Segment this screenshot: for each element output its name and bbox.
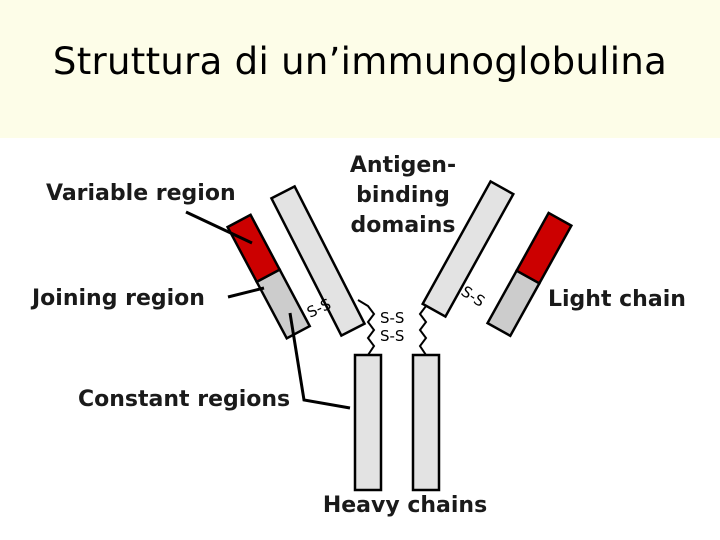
leader-line-variable-region [185,210,253,245]
label-variable-region: Variable region [46,181,236,206]
label-heavy-chains: Heavy chains [323,493,487,518]
light-chain-left-variable [225,213,282,284]
heavy-chain-stem-left [353,353,383,492]
leader-line-constant-regions [288,312,351,410]
label-antigen-binding-line-2: binding [356,183,450,208]
heavy-chain-arm-left [269,184,367,338]
disulfide-bond-hinge-top: S-S [380,309,404,327]
title-band [0,0,720,138]
light-chain-right-constant [485,268,542,338]
label-antigen-binding-line-1: Antigen- [350,153,456,178]
label-antigen-binding-line-3: domains [351,213,456,238]
hinge-connector-right [418,299,437,356]
label-constant-regions: Constant regions [78,387,290,412]
heavy-chain-stem-right [411,353,441,492]
label-light-chain: Light chain [548,287,686,312]
slide-title: Struttura di un’immunoglobulina [52,40,668,83]
hinge-connector-left [357,299,376,356]
leader-line-joining-region [227,286,265,299]
heavy-chain-arm-right [420,179,516,319]
label-joining-region: Joining region [30,286,205,311]
light-chain-right-variable [514,211,574,286]
light-chain-left-constant [255,267,312,341]
disulfide-bond-hinge-bottom: S-S [380,327,404,345]
